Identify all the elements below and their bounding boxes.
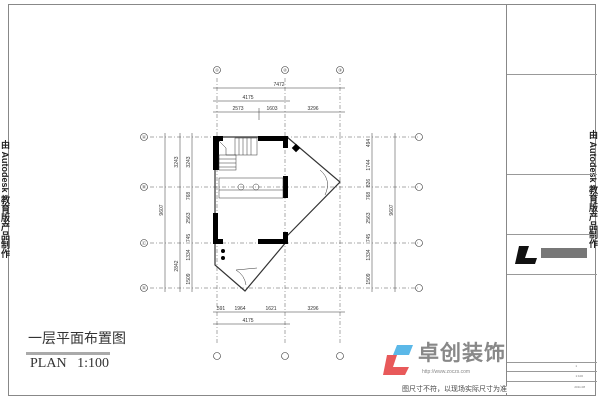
axis-grid bbox=[150, 78, 420, 345]
drawing-subtitle: PLAN 1:100 bbox=[30, 357, 109, 371]
stairs bbox=[218, 137, 258, 171]
dim-text: 768 bbox=[366, 192, 372, 201]
title-underline bbox=[26, 352, 110, 355]
dim-text: 494 bbox=[366, 139, 372, 148]
scale-value: 1:100 bbox=[507, 372, 597, 382]
dim-text: 4175 bbox=[242, 318, 253, 324]
dim-text: 826 bbox=[366, 179, 372, 188]
dim-text: 745 bbox=[366, 234, 372, 243]
watermark-text: 由 Autodesk 教育版产品制作 bbox=[588, 130, 598, 249]
sheet-frame bbox=[8, 4, 596, 396]
axis-label: Ⓐ bbox=[142, 134, 146, 140]
plan-label: PLAN bbox=[30, 356, 67, 371]
dim-text: 9607 bbox=[159, 204, 165, 215]
title-block: 1 1:100 2011.08 bbox=[506, 4, 597, 396]
axis-label: Ⓒ bbox=[142, 240, 146, 246]
dim-text: 1509 bbox=[186, 273, 192, 284]
dim-text: 1621 bbox=[265, 306, 276, 312]
dim-text: 2573 bbox=[232, 106, 243, 112]
dim-text: 9607 bbox=[389, 204, 395, 215]
axis-label: ② bbox=[283, 68, 287, 73]
dim-text: 3296 bbox=[307, 106, 318, 112]
sheet-no: 1 bbox=[507, 362, 597, 372]
axis-bubbles bbox=[140, 66, 423, 360]
legend-area bbox=[507, 74, 597, 175]
axis-label: ③ bbox=[338, 68, 342, 73]
sign-rows bbox=[507, 274, 597, 363]
dim-text: 3296 bbox=[307, 306, 318, 312]
drawing-title: 一层平面布置图 bbox=[28, 332, 126, 347]
axis-label: ① bbox=[215, 68, 219, 73]
company-logo-area bbox=[507, 234, 597, 275]
counter bbox=[218, 169, 328, 286]
dim-text: 2563 bbox=[186, 212, 192, 223]
dim-text: 3243 bbox=[186, 156, 192, 167]
dim-text: 1964 bbox=[234, 306, 245, 312]
date-value: 2011.08 bbox=[574, 385, 585, 389]
dim-text: 2563 bbox=[366, 212, 372, 223]
dim-text: 3243 bbox=[174, 156, 180, 167]
dim-text: 2842 bbox=[174, 260, 180, 271]
project-info-rows bbox=[507, 4, 597, 75]
dim-text: 591 bbox=[217, 306, 226, 312]
walls bbox=[213, 136, 341, 292]
logo-name: 卓创装饰 bbox=[418, 342, 506, 365]
axis-label: Ⓓ bbox=[142, 285, 146, 291]
axis-label: Ⓑ bbox=[142, 184, 146, 190]
dim-text: 1509 bbox=[366, 273, 372, 284]
dim-text: 1334 bbox=[366, 249, 372, 260]
logo-url: http://www.zoczs.com bbox=[422, 369, 471, 375]
dimension-note: 图尺寸不符，以现场实际尺寸为准 bbox=[402, 386, 507, 393]
dim-text: 7472 bbox=[273, 82, 284, 88]
notes-area bbox=[507, 174, 597, 235]
watermark-text: 由 Autodesk 教育版产品制作 bbox=[0, 140, 10, 259]
dim-text: 768 bbox=[186, 192, 192, 201]
dimension-lines bbox=[164, 87, 396, 325]
dim-text: 745 bbox=[186, 234, 192, 243]
dim-text: 1334 bbox=[186, 249, 192, 260]
dim-text: 1744 bbox=[366, 159, 372, 170]
scale-label: 1:100 bbox=[77, 356, 109, 371]
dim-text: 4175 bbox=[242, 95, 253, 101]
dim-text: 1603 bbox=[266, 106, 277, 112]
logo-mark bbox=[383, 345, 413, 375]
